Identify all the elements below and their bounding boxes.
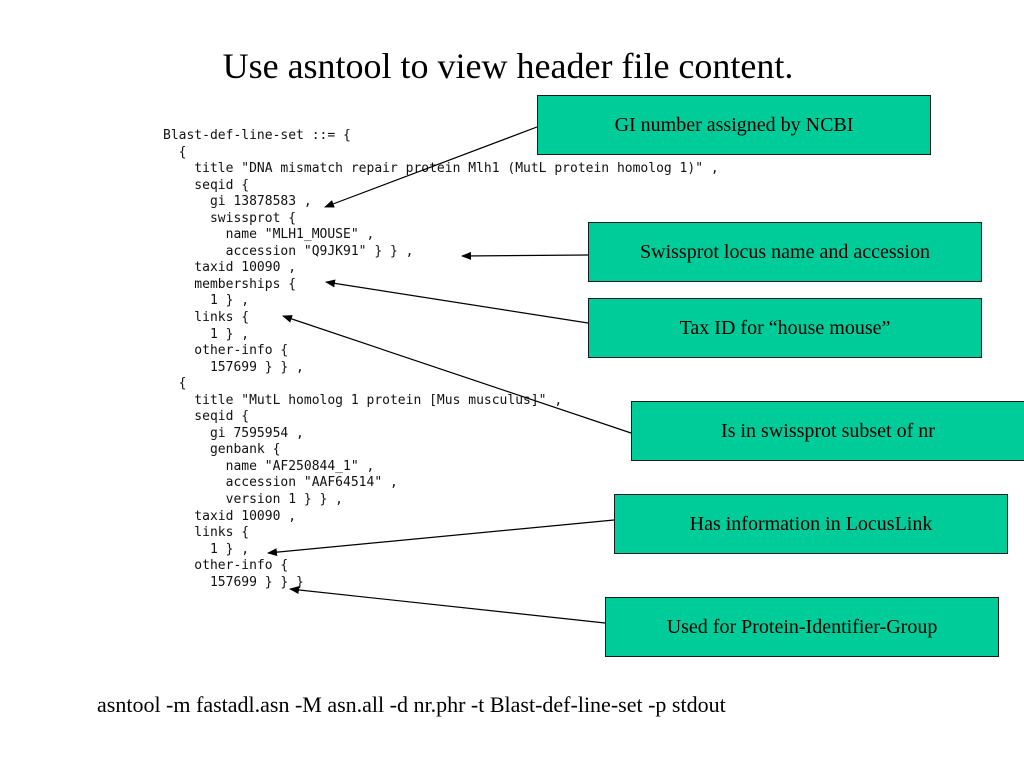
code-line: 157699 } } , (163, 359, 304, 375)
code-line: other-info { (163, 558, 289, 574)
code-line: name "AF250844_1" , (163, 458, 375, 474)
code-line: seqid { (163, 177, 250, 193)
code-line: gi 13878583 , (163, 194, 312, 210)
code-line: title "DNA mismatch repair protein Mlh1 … (163, 161, 719, 177)
code-line: taxid 10090 , (163, 260, 297, 276)
callout-protein-identifier-group: Used for Protein-Identifier-Group (605, 597, 999, 657)
callout-gi-number: GI number assigned by NCBI (537, 95, 931, 155)
code-line: version 1 } } , (163, 492, 344, 508)
command-line-text: asntool -m fastadl.asn -M asn.all -d nr.… (97, 692, 726, 717)
code-line: accession "Q9JK91" } } , (163, 243, 414, 259)
callout-swissprot-subset: Is in swissprot subset of nr (631, 401, 1024, 461)
callout-locuslink: Has information in LocusLink (614, 494, 1008, 554)
arrow-pig (289, 585, 606, 624)
code-line: 157699 } } } (163, 574, 304, 590)
code-line: gi 7595954 , (163, 425, 304, 441)
callout-swissprot-locus: Swissprot locus name and accession (588, 222, 982, 282)
code-line: { (163, 144, 187, 160)
code-line: swissprot { (163, 210, 297, 226)
code-line: 1 } , (163, 326, 250, 342)
code-line: name "MLH1_MOUSE" , (163, 227, 375, 243)
code-line: 1 } , (163, 293, 250, 309)
code-line: memberships { (163, 276, 297, 292)
code-line: seqid { (163, 409, 250, 425)
code-line: { (163, 376, 187, 392)
code-line: 1 } , (163, 541, 250, 557)
code-line: accession "AAF64514" , (163, 475, 398, 491)
code-line: links { (163, 310, 250, 326)
callout-tax-id: Tax ID for “house mouse” (588, 298, 982, 358)
slide-title: Use asntool to view header file content. (222, 46, 794, 86)
code-line: links { (163, 525, 250, 541)
code-line: genbank { (163, 442, 281, 458)
